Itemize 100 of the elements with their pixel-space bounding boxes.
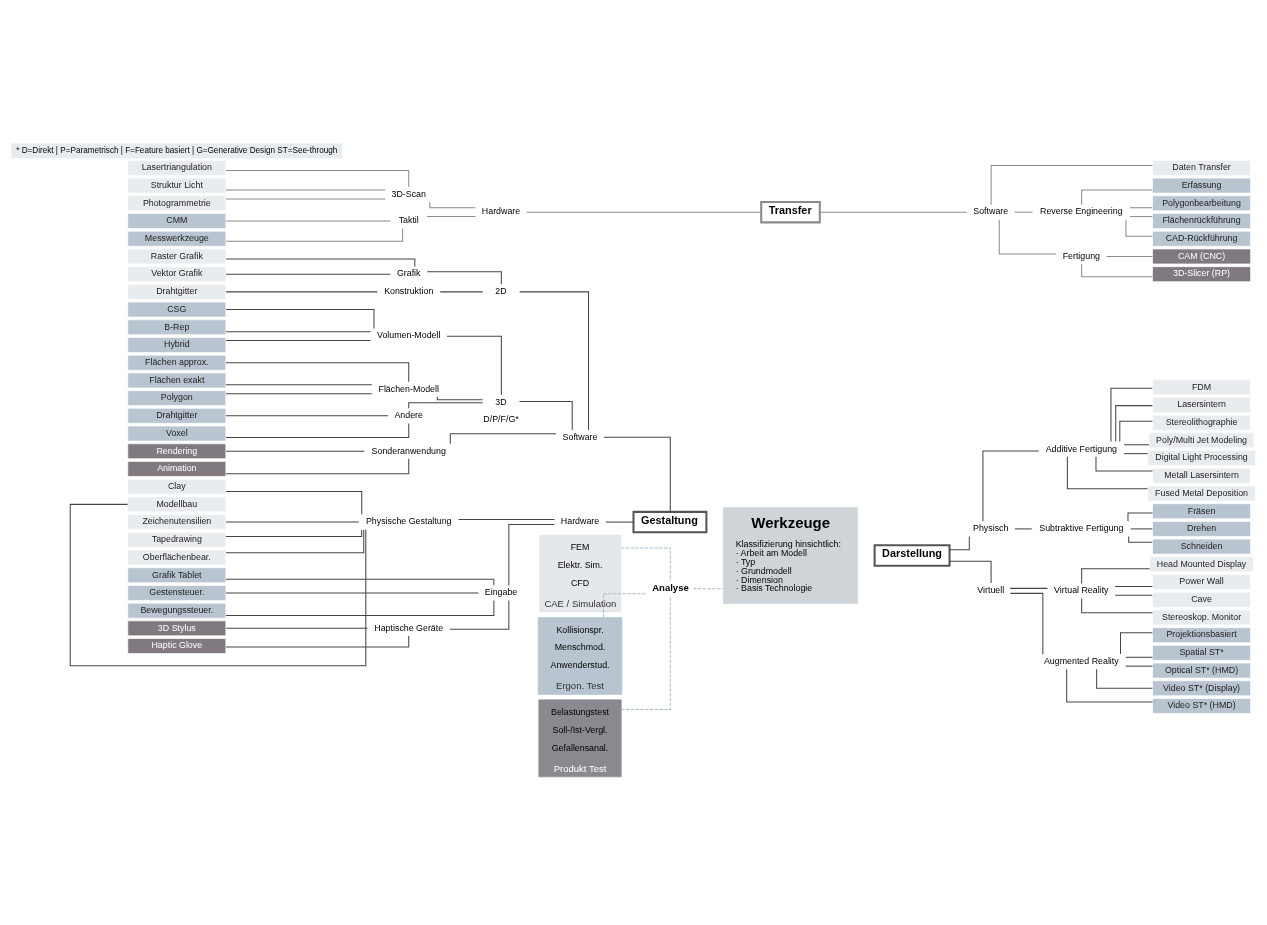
node-box: Drahtgitter xyxy=(127,283,227,300)
node-box: Polygonbearbeitung xyxy=(1152,195,1251,211)
connector xyxy=(69,503,367,666)
node-text: Taktil xyxy=(398,214,419,225)
connector xyxy=(1066,455,1149,489)
connector xyxy=(1115,404,1153,442)
connector xyxy=(1125,656,1153,658)
node-box: 3D-Slicer (RP) xyxy=(1152,265,1251,282)
connector xyxy=(225,308,375,329)
node-text: Software xyxy=(562,431,598,442)
connector xyxy=(1123,452,1149,454)
connector xyxy=(225,383,373,385)
connector xyxy=(426,215,476,217)
node-box: CSG xyxy=(127,301,227,317)
connector xyxy=(225,490,363,515)
connector xyxy=(225,330,372,332)
connector xyxy=(225,414,389,416)
connector xyxy=(225,578,495,586)
connector xyxy=(225,227,404,242)
node-text: Menschmod. xyxy=(554,641,606,652)
node-box: Flächen exakt xyxy=(127,372,227,388)
node-box: Video ST* (Display) xyxy=(1152,679,1251,696)
node-box: Photogrammetrie xyxy=(127,195,227,211)
node-text: Kollisionspr. xyxy=(556,624,604,635)
connector xyxy=(225,528,365,553)
node-box: Optical ST* (HMD) xyxy=(1152,662,1251,678)
node-text: 3D xyxy=(495,396,507,407)
node-text: Soll-/Ist-Vergl. xyxy=(552,724,608,735)
connector xyxy=(1114,585,1153,587)
node-box: Oberflächenbear. xyxy=(127,549,227,565)
connector xyxy=(508,523,555,586)
node-box: Lasersintern xyxy=(1152,396,1251,413)
node-text: Augmented Reality xyxy=(1043,655,1119,666)
connector xyxy=(982,449,1040,522)
connector xyxy=(458,518,555,520)
node-text: Fertigung xyxy=(1062,250,1101,261)
connector xyxy=(225,457,410,474)
connector xyxy=(1120,631,1153,655)
connector xyxy=(429,201,476,208)
node-box: Head Mounted Display xyxy=(1149,556,1254,572)
node-box: FDM xyxy=(1152,378,1251,395)
node-box: CMM xyxy=(127,212,227,229)
node-box: 3D Stylus xyxy=(127,620,227,636)
node-text: Grafik xyxy=(396,267,421,278)
connector xyxy=(620,546,671,581)
node-text: Elektr. Sim. xyxy=(557,559,603,570)
connector xyxy=(1128,535,1153,543)
connector xyxy=(225,591,479,593)
node-text: Sonderanwendung xyxy=(371,445,446,456)
node-box: Grafik Tablet xyxy=(127,566,227,583)
node-box: Lasertriangulation xyxy=(127,159,227,176)
node-box: Daten Transfer xyxy=(1152,159,1251,176)
node-text: Haptische Geräte xyxy=(374,622,444,633)
connector xyxy=(1009,592,1044,655)
node-text: Hardware xyxy=(481,205,521,216)
connector xyxy=(998,218,1057,254)
connector xyxy=(449,599,510,630)
node-text: Flächen-Modell xyxy=(378,383,439,394)
node-box: Flächen approx. xyxy=(127,354,227,371)
node-text: Physische Gestaltung xyxy=(365,515,452,526)
connector xyxy=(1081,567,1151,584)
node-text: 3D-Scan xyxy=(391,188,426,199)
connector xyxy=(225,197,386,199)
node-text: Belastungstest xyxy=(551,706,610,717)
node-box: Tapedrawing xyxy=(127,531,227,548)
node-box: Gestaltung xyxy=(632,510,708,533)
connector xyxy=(526,211,762,213)
node-text: CFD xyxy=(570,577,590,588)
node-text: FEM xyxy=(570,541,590,552)
node-text: Virtuell xyxy=(977,584,1005,595)
connector xyxy=(819,211,968,213)
connector xyxy=(519,400,573,430)
node-box: Power Wall xyxy=(1152,573,1251,590)
node-box: Struktur Licht xyxy=(127,177,227,193)
node-box: Cave xyxy=(1152,591,1251,608)
node-text: Anwenderstud. xyxy=(550,659,610,670)
connector xyxy=(949,535,970,550)
connector xyxy=(436,395,484,400)
connector xyxy=(1081,597,1153,613)
connector xyxy=(1066,668,1153,702)
node-text: Virtual Reality xyxy=(1054,584,1109,595)
node-box: Digital Light Processing xyxy=(1147,449,1256,466)
node-box: Clay xyxy=(127,478,227,494)
connector xyxy=(225,634,410,648)
connector xyxy=(1130,527,1153,529)
node-text: Subtraktive Fertigung xyxy=(1039,522,1124,533)
connector xyxy=(225,422,410,438)
node-box: Gestensteuer. xyxy=(127,584,227,601)
node-text: Gefallensanal. xyxy=(551,742,609,753)
node-box: Voxel xyxy=(127,425,227,441)
node-box: Animation xyxy=(127,460,227,477)
connector xyxy=(225,392,373,394)
connector xyxy=(225,450,365,452)
node-box: Flächenrückführung xyxy=(1152,212,1251,229)
node-text: Andere xyxy=(394,409,423,420)
connector xyxy=(225,361,410,382)
connector xyxy=(1114,594,1153,596)
node-text: Software xyxy=(973,205,1009,216)
node-box: Hybrid xyxy=(127,336,227,353)
node-box: B-Rep xyxy=(127,318,227,335)
